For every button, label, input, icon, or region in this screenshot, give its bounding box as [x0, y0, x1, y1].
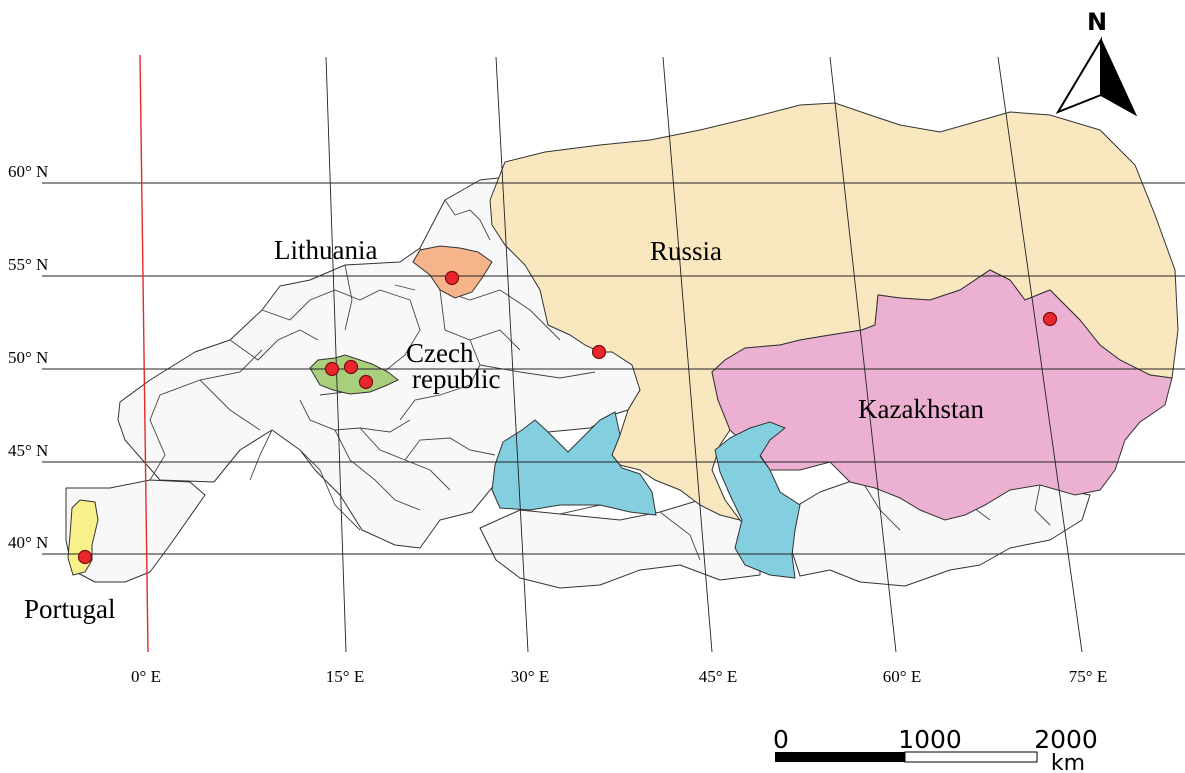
lon-label-75: 75° E	[1069, 667, 1107, 686]
lon-label-30: 30° E	[511, 667, 549, 686]
anatolia-land	[479, 499, 761, 589]
latitude-lines	[42, 182, 1185, 555]
lat-label-55: 55° N	[8, 255, 48, 274]
lon-label-45: 45° E	[699, 667, 737, 686]
scale-tick-2000: 2000	[1034, 725, 1098, 754]
label-russia: Russia	[650, 236, 722, 266]
lat-label-45: 45° N	[8, 441, 48, 460]
north-arrow: N	[1055, 8, 1138, 117]
lat-label-60: 60° N	[8, 162, 48, 181]
label-kazakhstan: Kazakhstan	[858, 394, 984, 424]
label-czech-line1: Czech	[406, 338, 474, 368]
lon-label-0: 0° E	[131, 667, 161, 686]
lon-label-15: 15° E	[326, 667, 364, 686]
lat-label-40: 40° N	[8, 533, 48, 552]
label-lithuania: Lithuania	[274, 235, 377, 265]
site-marker-kazakhstan	[1042, 311, 1058, 327]
site-marker-lithuania	[444, 270, 460, 286]
borders-layer	[149, 199, 1051, 561]
site-marker-portugal	[77, 549, 93, 565]
prime-meridian	[139, 54, 149, 653]
scale-bar-white-segment	[904, 751, 1038, 763]
north-arrow-label: N	[1087, 8, 1107, 36]
site-marker-czech-1	[324, 361, 340, 377]
scale-unit: km	[1051, 751, 1085, 773]
site-markers	[77, 270, 1058, 565]
site-marker-russia	[591, 344, 607, 360]
black-sea	[491, 411, 657, 516]
scale-tick-0: 0	[773, 725, 789, 754]
latitude-labels: 60° N 55° N 50° N 45° N 40° N	[8, 162, 48, 552]
scale-bar-black-segment	[775, 752, 905, 762]
lat-label-50: 50° N	[8, 348, 48, 367]
north-arrow-left-half	[1055, 36, 1102, 115]
longitude-labels: 0° E 15° E 30° E 45° E 60° E 75° E	[131, 667, 1107, 686]
label-portugal: Portugal	[24, 594, 116, 624]
lon-label-60: 60° E	[883, 667, 921, 686]
kazakhstan-region	[711, 269, 1173, 521]
caspian-sea	[714, 421, 801, 579]
site-marker-czech-3	[358, 374, 374, 390]
longitude-lines	[139, 54, 1083, 653]
scale-bar: 0 1000 2000 km	[773, 725, 1098, 773]
site-marker-czech-2	[343, 359, 359, 375]
scale-tick-1000: 1000	[898, 725, 962, 754]
country-labels: Russia Kazakhstan Lithuania Czech republ…	[24, 235, 984, 624]
north-arrow-right-half	[1100, 39, 1138, 117]
label-czech-line2: republic	[412, 364, 500, 394]
